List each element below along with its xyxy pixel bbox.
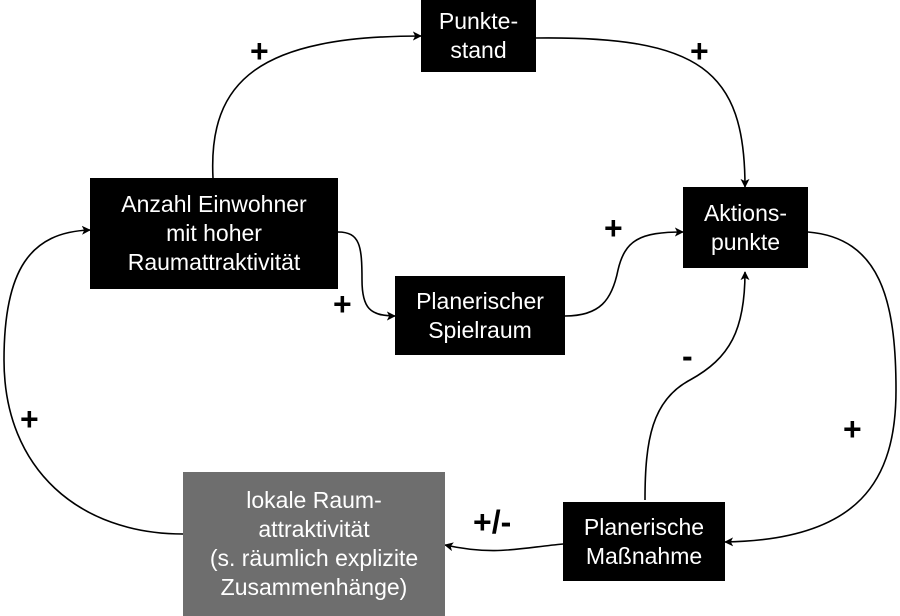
node-punktestand: Punkte- stand — [421, 0, 536, 72]
node-label-line: Aktions- — [703, 199, 788, 226]
node-label-line: attraktivität — [258, 516, 370, 542]
node-label-line: Planerische — [583, 513, 705, 540]
arrow-massnahme-aktionspunkte — [644, 271, 750, 501]
node-lokale-raumattraktivitaet: lokale Raum- attraktivität (s. räumlich … — [183, 472, 445, 616]
node-label-line: Raumattraktivität — [127, 249, 301, 275]
node-planerische-massnahme: Planerische Maßnahme — [563, 502, 725, 581]
node-label-line: (s. räumlich explizite — [209, 545, 419, 571]
sign-einwohner-spielraum: + — [333, 286, 352, 322]
sign-punktestand-aktionspunkte: + — [690, 33, 709, 69]
node-label-line: Maßnahme — [585, 542, 703, 569]
node-label-line: Anzahl Einwohner — [121, 191, 307, 217]
arrow-einwohner-punktestand — [211, 31, 422, 179]
node-label-line: Planerischer — [416, 287, 544, 314]
node-label-line: mit hoher — [166, 220, 262, 246]
node-label-line: Zusammenhänge) — [220, 574, 408, 600]
node-label-line: lokale Raum- — [246, 487, 382, 513]
arrow-lokale-einwohner — [3, 225, 184, 535]
node-aktionspunkte: Aktions- punkte — [683, 187, 808, 268]
sign-massnahme-aktionspunkte: - — [682, 338, 693, 374]
node-label-line: Punkte- — [438, 8, 519, 34]
sign-massnahme-lokale: +/- — [473, 504, 512, 540]
arrow-punktestand-aktionspunkte — [535, 37, 750, 188]
arrow-aktionspunkte-massnahme — [724, 231, 897, 547]
sign-einwohner-punktestand: + — [250, 33, 269, 69]
node-label-line: Spielraum — [428, 316, 532, 343]
arrow-massnahme-lokale — [444, 542, 564, 552]
node-anzahl-einwohner: Anzahl Einwohner mit hoher Raumattraktiv… — [90, 178, 338, 289]
node-planerischer-spielraum: Planerischer Spielraum — [395, 276, 565, 355]
sign-spielraum-aktionspunkte: + — [604, 210, 623, 246]
arrow-einwohner-spielraum — [337, 231, 396, 321]
sign-aktionspunkte-massnahme: + — [843, 411, 862, 447]
node-label-line: punkte — [710, 228, 781, 255]
node-label-line: stand — [450, 37, 507, 63]
sign-lokale-einwohner: + — [20, 401, 39, 437]
arrow-spielraum-aktionspunkte — [564, 227, 684, 317]
